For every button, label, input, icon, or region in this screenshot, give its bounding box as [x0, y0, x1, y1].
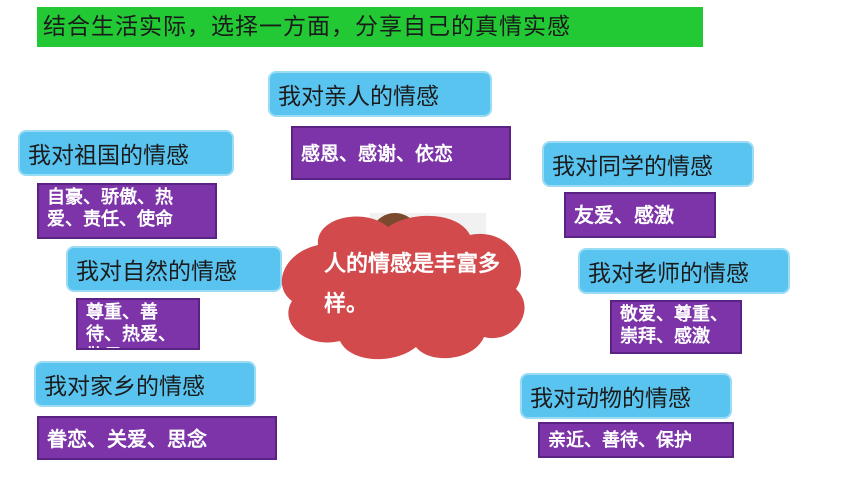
- slide-title: 结合生活实际，选择一方面，分享自己的真情实感: [37, 7, 703, 47]
- center-statement: 人的情感是丰富多样。: [324, 252, 501, 317]
- topic-teachers: 我对老师的情感: [578, 248, 790, 294]
- feeling-nature: 尊重、善待、热爱、敬畏: [76, 298, 200, 350]
- feeling-hometown: 眷恋、关爱、思念: [37, 416, 277, 460]
- topic-hometown: 我对家乡的情感: [34, 361, 256, 407]
- feeling-teachers: 敬爱、尊重、崇拜、感激: [610, 300, 742, 354]
- feeling-classmates: 友爱、感激: [564, 192, 716, 238]
- topic-classmates: 我对同学的情感: [542, 141, 754, 187]
- topic-motherland: 我对祖国的情感: [18, 130, 234, 176]
- topic-animals: 我对动物的情感: [520, 373, 732, 419]
- feeling-motherland: 自豪、骄傲、热爱、责任、使命: [37, 183, 217, 239]
- center-cloud: 人的情感是丰富多样。: [270, 205, 540, 365]
- topic-family: 我对亲人的情感: [268, 71, 492, 117]
- topic-nature: 我对自然的情感: [66, 246, 282, 292]
- feeling-family: 感恩、感谢、依恋: [291, 126, 511, 180]
- feeling-animals: 亲近、善待、保护: [538, 422, 734, 458]
- cloud-shape: [281, 215, 525, 360]
